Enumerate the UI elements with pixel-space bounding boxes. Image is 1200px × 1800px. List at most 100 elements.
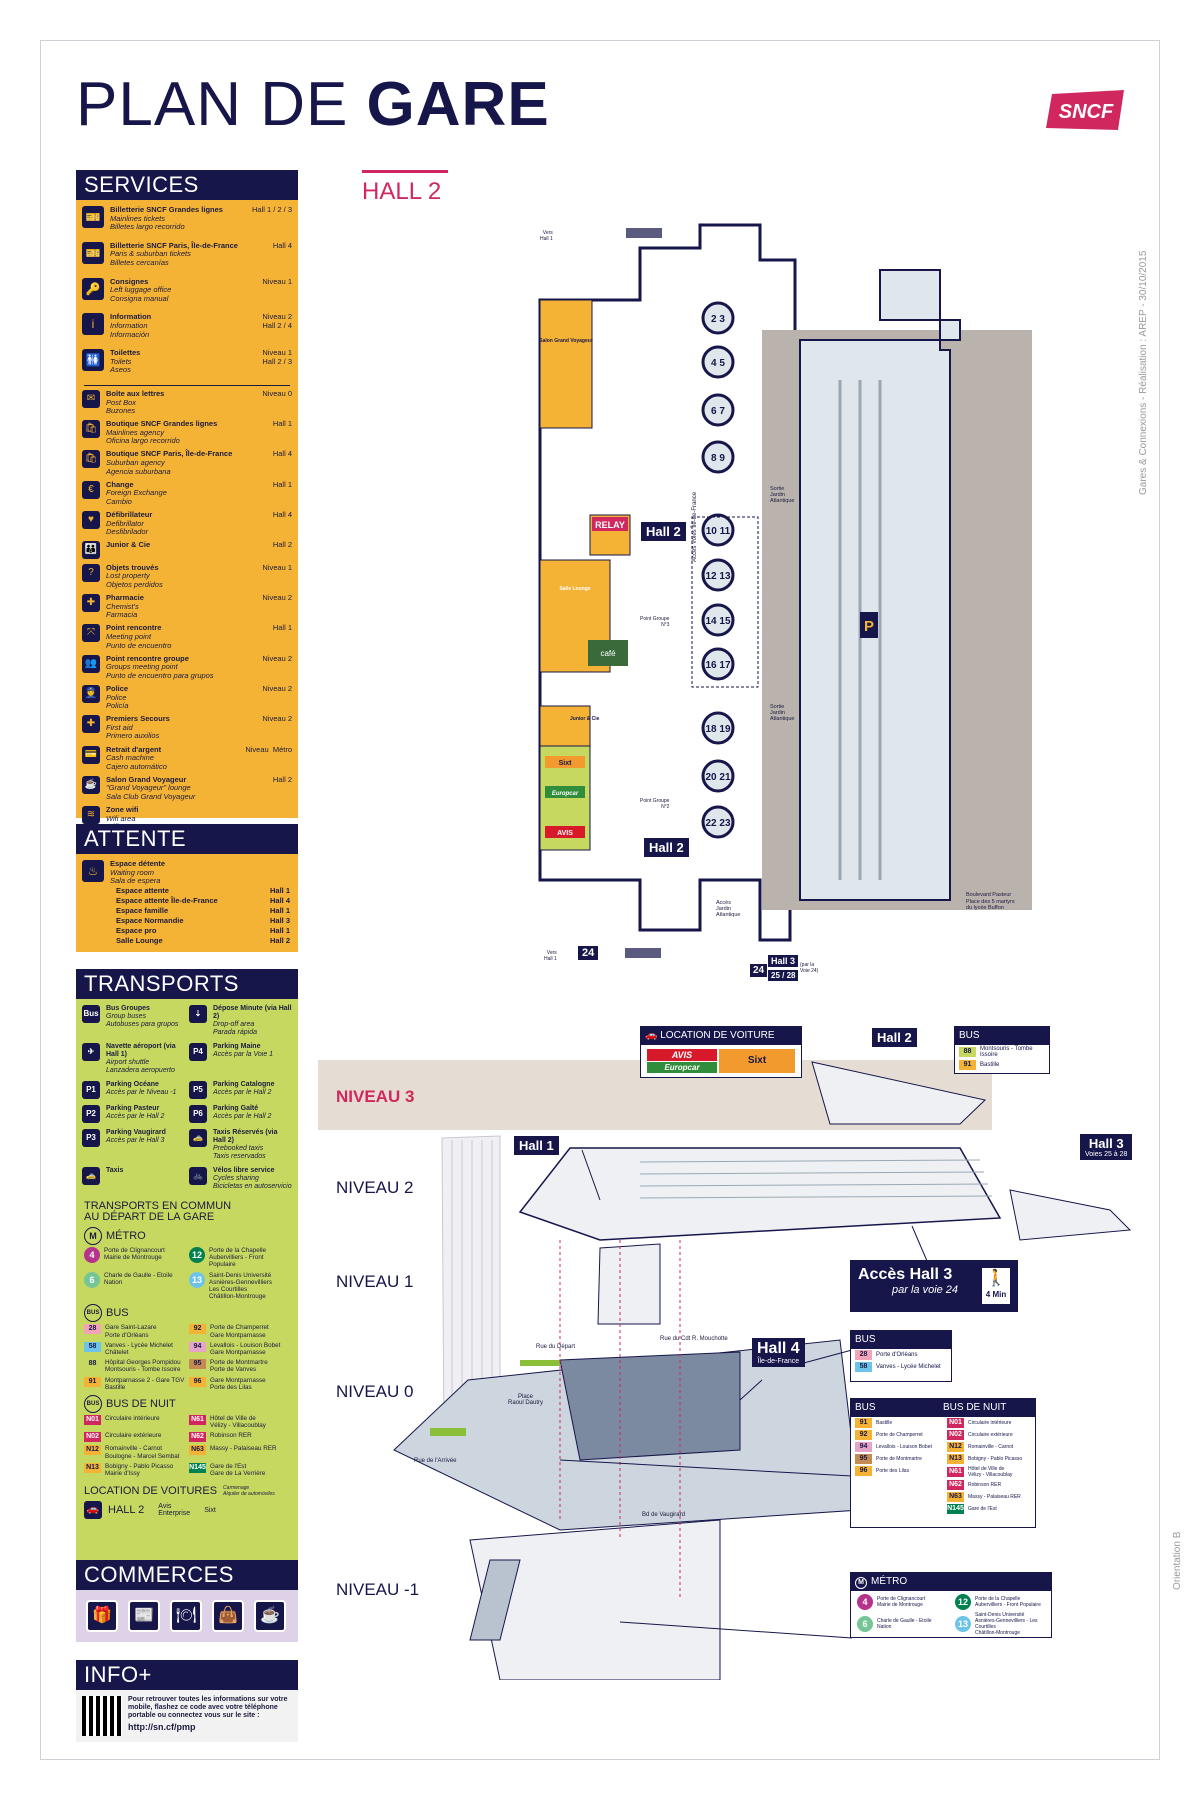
vers-hall1-bottom: Vers Hall 1 <box>544 950 557 962</box>
qr-code[interactable] <box>82 1696 122 1736</box>
platform-label: 22 23 <box>705 818 730 829</box>
junior-label: Junior & Cie <box>570 716 600 722</box>
level-0-label: NIVEAU 0 <box>336 1382 414 1401</box>
info-text: Pour retrouver toutes les informations s… <box>128 1696 288 1719</box>
info-title: INFO+ <box>76 1660 298 1690</box>
atm-icon: 💳 <box>82 745 100 764</box>
line-badge: N13 <box>84 1462 101 1473</box>
wifi-icon: ≋ <box>82 806 100 825</box>
line-badge: N63 <box>947 1492 964 1502</box>
platform-marker: 18 19 <box>701 711 735 745</box>
idf-access-label: Accès Voies Île-de-France <box>692 491 698 562</box>
night-bus-icon: BUS <box>84 1395 102 1414</box>
newspaper-icon: 📰 <box>128 1600 160 1632</box>
service-location: Niveau 2 <box>262 593 292 603</box>
line-badge: N61 <box>189 1415 206 1426</box>
green-area-2 <box>430 1428 466 1436</box>
lost-icon: ? <box>82 563 100 582</box>
card-title: BUS <box>851 1331 951 1349</box>
transport-icon: 🚕 <box>82 1167 100 1185</box>
commerces-body: 🎁 📰 🍽 👜 ☕ <box>76 1590 298 1642</box>
level-1-label: NIVEAU 1 <box>336 1272 414 1291</box>
cafe-shop <box>588 640 628 666</box>
ticket-icon: 🎫 <box>82 241 104 264</box>
group-icon: 👥 <box>82 654 100 673</box>
platform-marker: 2 3 <box>701 301 735 335</box>
line-badge: N13 <box>947 1454 964 1464</box>
waiting-room-icon: ♨ <box>82 860 104 882</box>
line-badge: N02 <box>947 1430 964 1440</box>
service-location: Niveau Métro <box>245 744 292 754</box>
platform-label: 20 21 <box>705 772 730 783</box>
line-badge: 96 <box>855 1466 872 1476</box>
platform-marker: 20 21 <box>701 759 735 793</box>
platform-marker: 4 5 <box>701 345 735 379</box>
line-badge: 91 <box>84 1376 101 1387</box>
salon-label: Salon Grand Voyageur <box>539 338 593 344</box>
service-location: Hall 1 <box>272 479 292 489</box>
transport-item: ✈Navette aéroport (via Hall 1)Airport sh… <box>82 1043 185 1075</box>
line-badge: 92 <box>189 1324 206 1335</box>
svg-text:Sixt: Sixt <box>559 760 573 767</box>
relay-label: RELAY <box>595 520 625 530</box>
service-location: Hall 4 <box>272 449 292 459</box>
line-badge: N145 <box>189 1462 206 1473</box>
line-badge: 96 <box>189 1376 206 1387</box>
police-icon: 👮 <box>82 684 100 703</box>
info-url[interactable]: http://sn.cf/pmp <box>128 1722 196 1732</box>
transport-icon: P3 <box>82 1129 100 1147</box>
svg-text:AVIS: AVIS <box>557 830 573 837</box>
transport-icon: ✈ <box>82 1043 100 1061</box>
line-badge: N02 <box>84 1432 101 1443</box>
line-badge: 88 <box>84 1359 101 1370</box>
car-icon-small: 🚗 <box>645 1030 661 1041</box>
service-location: Niveau 1 <box>262 276 292 286</box>
line-badge: N01 <box>947 1418 964 1428</box>
acces-hall3-box: Accès Hall 3 par la voie 24 🚶4 Min <box>850 1260 1018 1312</box>
service-location: Niveau 2 <box>262 653 292 663</box>
green-area-1 <box>520 1360 560 1366</box>
line-badge: 91 <box>959 1060 976 1070</box>
lounge-label: Salle Lounge <box>559 586 590 592</box>
metro-24-badge: 24 <box>578 946 599 960</box>
transport-icon: P2 <box>82 1105 100 1123</box>
salon-grand-voyageur <box>539 299 593 429</box>
point-groupe-2: Point Groupe N°2 <box>640 798 670 810</box>
service-location: Niveau 0 <box>262 388 292 398</box>
level0-hall <box>559 1351 741 1461</box>
line-badge: 13 <box>955 1616 971 1632</box>
metro-card-icon: M <box>855 1577 867 1589</box>
orientation-text: Orientation B <box>1172 1531 1183 1590</box>
platform-marker: 16 17 <box>701 647 735 681</box>
transport-icon: P4 <box>189 1043 207 1061</box>
shopping-icon: 👜 <box>212 1600 244 1632</box>
europcar-logo: Europcar <box>647 1062 717 1073</box>
voies-2528-badge: 25 / 28 <box>768 970 799 981</box>
line-badge: 4 <box>84 1247 100 1263</box>
line-badge: 6 <box>857 1616 873 1632</box>
line-badge: 94 <box>189 1341 206 1352</box>
line-badge: N62 <box>947 1480 964 1490</box>
